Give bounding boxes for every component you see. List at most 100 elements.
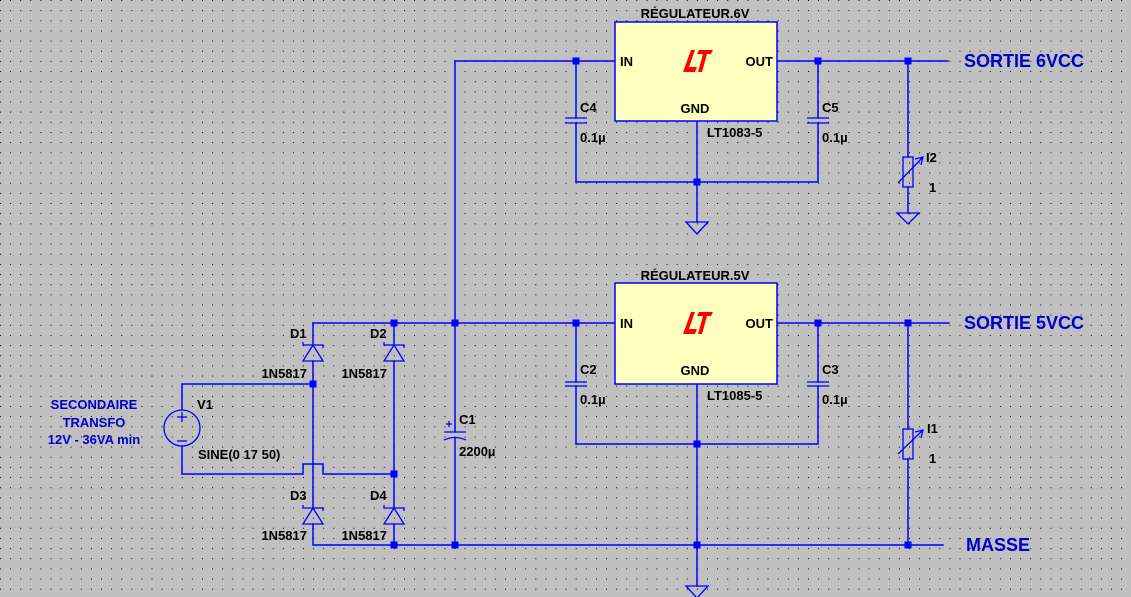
load-ref[interactable]: I2	[926, 150, 937, 165]
capacitor-c2[interactable]: C2 0.1µ	[565, 362, 606, 407]
lt-logo-t-shape	[697, 312, 713, 334]
regulator-title[interactable]: RÉGULATEUR.6V	[641, 6, 750, 21]
comment-line[interactable]: TRANSFO	[63, 415, 126, 430]
net-label-sortie-5v[interactable]: SORTIE 5VCC	[964, 313, 1084, 333]
wire-masse-bus[interactable]	[312, 523, 944, 546]
source-ref[interactable]: V1	[197, 397, 213, 412]
junction-dot	[904, 541, 912, 549]
lt-logo-t-shape	[697, 50, 713, 72]
variable-arrow-icon	[897, 429, 924, 455]
lt-logo-icon	[683, 312, 713, 334]
capacitor-value[interactable]: 2200µ	[459, 444, 495, 459]
diode-ref[interactable]: D3	[290, 488, 307, 503]
capacitor-c3[interactable]: C3 0.1µ	[807, 362, 848, 407]
junction-dot	[572, 319, 580, 327]
diode-ref[interactable]: D2	[370, 326, 387, 341]
junctions	[309, 57, 912, 549]
capacitor-ref[interactable]: C4	[580, 100, 597, 115]
regulator-part-number[interactable]: LT1085-5	[707, 388, 762, 403]
diode-d3[interactable]: D3 1N5817	[261, 488, 325, 543]
junction-dot	[572, 57, 580, 65]
capacitor-value[interactable]: 0.1µ	[822, 392, 848, 407]
load-value[interactable]: 1	[929, 451, 936, 466]
variable-arrow-icon	[897, 156, 924, 184]
junction-dot	[390, 470, 398, 478]
diode-model[interactable]: 1N5817	[341, 366, 387, 381]
regulator-body[interactable]	[614, 21, 778, 122]
regulator-6v[interactable]: RÉGULATEUR.6V IN OUT GND LT1083-5	[614, 6, 778, 140]
diode-triangle	[301, 343, 325, 362]
junction-dot	[814, 319, 822, 327]
capacitor-c4[interactable]: C4 0.1µ	[565, 100, 606, 145]
diode-ref[interactable]: D1	[290, 326, 307, 341]
load-body	[902, 156, 914, 188]
ground-icon[interactable]	[684, 585, 710, 597]
pin-out-label: OUT	[746, 316, 774, 331]
wires[interactable]	[181, 60, 950, 587]
junction-dot	[390, 319, 398, 327]
regulator-title[interactable]: RÉGULATEUR.5V	[641, 268, 750, 283]
capacitor-value[interactable]: 0.1µ	[822, 130, 848, 145]
pin-in-label: IN	[620, 54, 633, 69]
regulator-5v[interactable]: RÉGULATEUR.5V IN OUT GND LT1085-5	[614, 268, 778, 403]
ground-icon[interactable]	[895, 212, 921, 225]
junction-dot	[904, 57, 912, 65]
diode-triangle	[301, 506, 325, 525]
capacitor-ref[interactable]: C3	[822, 362, 839, 377]
capacitor-plates	[565, 381, 587, 387]
plus-icon	[177, 412, 187, 422]
diode-ref[interactable]: D4	[370, 488, 387, 503]
source-value[interactable]: SINE(0 17 50)	[198, 447, 280, 462]
lt-logo-l-shape	[683, 312, 697, 334]
junction-dot	[451, 541, 459, 549]
junction-dot	[309, 380, 317, 388]
load-i1[interactable]: I1 1	[897, 421, 938, 466]
junction-dot	[693, 541, 701, 549]
diode-d1[interactable]: D1 1N5817	[261, 326, 325, 381]
lt-logo-l-shape	[683, 50, 697, 72]
regulator-body[interactable]	[614, 282, 778, 385]
comment-line[interactable]: SECONDAIRE	[51, 397, 138, 412]
junction-dot	[904, 319, 912, 327]
junction-dot	[814, 57, 822, 65]
load-value[interactable]: 1	[929, 180, 936, 195]
net-label-sortie-6v[interactable]: SORTIE 6VCC	[964, 51, 1084, 71]
pin-gnd-label: GND	[681, 101, 710, 116]
ground-icon[interactable]	[684, 221, 710, 235]
diode-model[interactable]: 1N5817	[261, 528, 307, 543]
voltage-source-v1[interactable]: V1 SINE(0 17 50)	[163, 397, 280, 462]
diode-model[interactable]: 1N5817	[341, 528, 387, 543]
capacitor-ref[interactable]: C2	[580, 362, 597, 377]
capacitor-ref[interactable]: C1	[459, 412, 476, 427]
capacitor-ref[interactable]: C5	[822, 100, 839, 115]
wire-v1-bottom-hop[interactable]	[181, 445, 395, 475]
diode-d4[interactable]: D4 1N5817	[341, 488, 406, 543]
load-i2[interactable]: I2 1	[897, 150, 937, 195]
diode-triangle	[382, 506, 406, 525]
capacitor-c5[interactable]: C5 0.1µ	[807, 100, 848, 145]
regulator-part-number[interactable]: LT1083-5	[707, 125, 762, 140]
load-ref[interactable]: I1	[927, 421, 938, 436]
comment-transfo[interactable]: SECONDAIRE TRANSFO 12V - 36VA min	[48, 397, 141, 447]
plus-icon	[446, 421, 452, 427]
capacitor-plates	[565, 117, 587, 124]
comment-line[interactable]: 12V - 36VA min	[48, 432, 141, 447]
junction-dot	[390, 541, 398, 549]
net-label-masse[interactable]: MASSE	[966, 535, 1030, 555]
capacitor-c1-polarized[interactable]: C1 2200µ	[443, 412, 495, 459]
lt-logo-icon	[683, 50, 713, 72]
capacitor-plate-negative	[443, 436, 467, 441]
capacitor-value[interactable]: 0.1µ	[580, 130, 606, 145]
diode-d2[interactable]: D2 1N5817	[341, 326, 406, 381]
capacitor-value[interactable]: 0.1µ	[580, 392, 606, 407]
source-circle-icon	[163, 409, 201, 447]
capacitor-plates	[807, 381, 829, 387]
wire-v1-top[interactable]	[181, 383, 314, 411]
diode-triangle	[382, 343, 406, 362]
diode-model[interactable]: 1N5817	[261, 366, 307, 381]
load-body	[902, 428, 914, 460]
pin-out-label: OUT	[746, 54, 774, 69]
pin-in-label: IN	[620, 316, 633, 331]
